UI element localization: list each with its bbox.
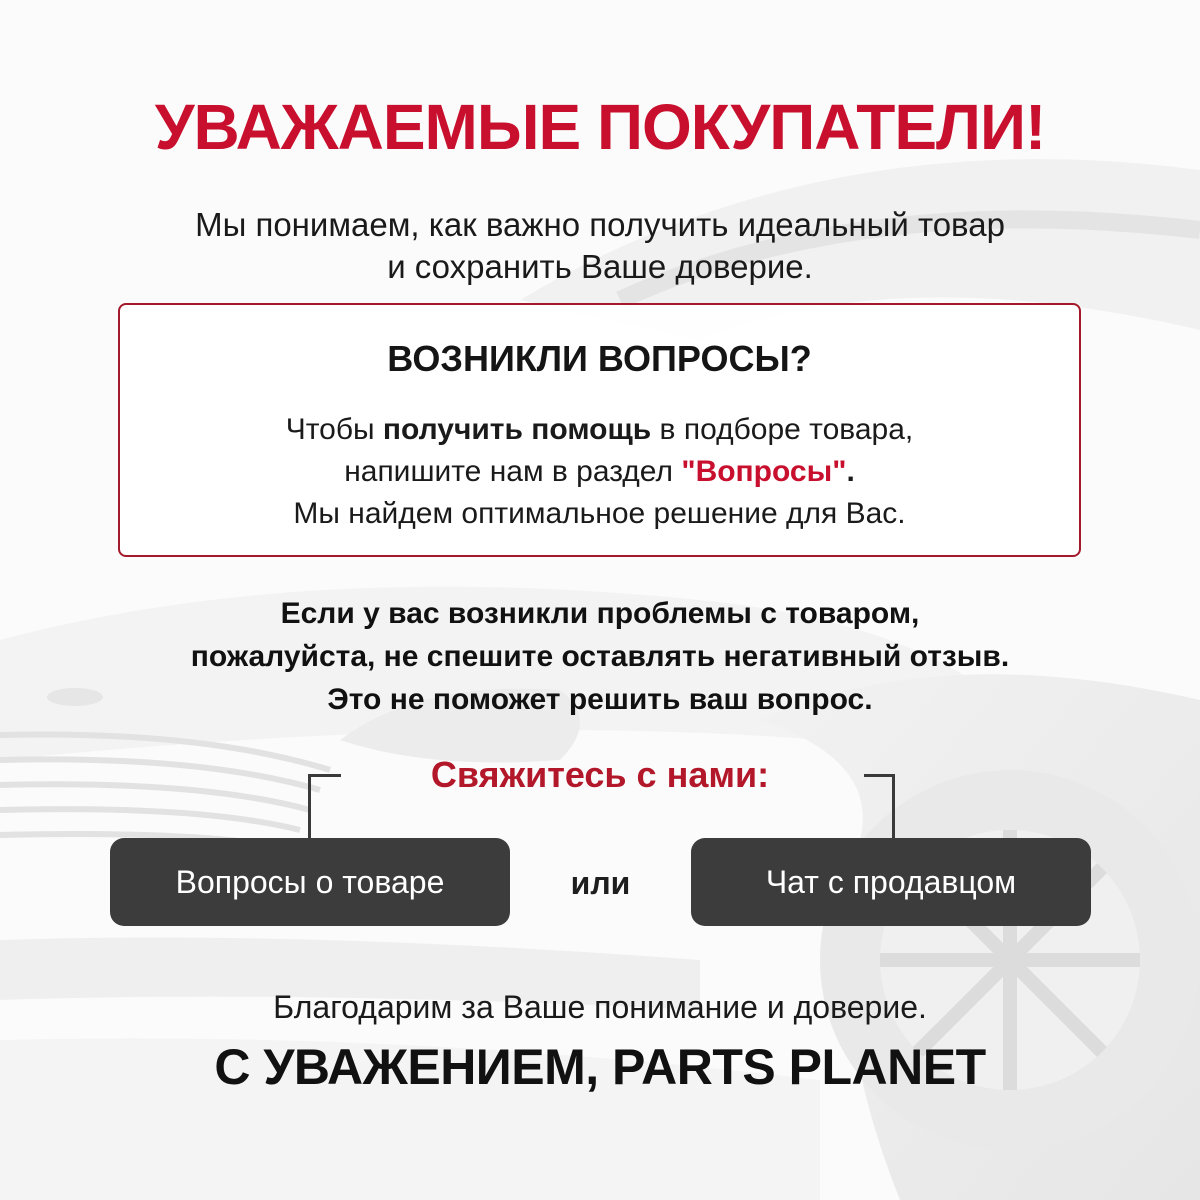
thanks-text: Благодарим за Ваше понимание и доверие. bbox=[273, 989, 927, 1025]
text-segment: . bbox=[846, 455, 855, 488]
warning-line-2: пожалуйста, не спешите оставлять негатив… bbox=[190, 640, 1010, 673]
page-title: УВАЖАЕМЫЕ ПОКУПАТЕЛИ! bbox=[154, 91, 1047, 163]
or-separator: или bbox=[570, 865, 631, 901]
questions-line-1: Чтобы получить помощь в подборе товара, bbox=[120, 409, 1079, 451]
contact-heading: Свяжитесь с нами: bbox=[430, 754, 770, 795]
intro-text: Мы понимаем, как важно получить идеальны… bbox=[0, 204, 1200, 288]
text-segment: в подборе товара, bbox=[651, 413, 914, 446]
text-segment: напишите нам в раздел bbox=[344, 455, 682, 488]
questions-box-text: Чтобы получить помощь в подборе товара, … bbox=[120, 409, 1079, 535]
intro-line-2: и сохранить Ваше доверие. bbox=[387, 248, 813, 285]
questions-line-3: Мы найдем оптимальное решение для Вас. bbox=[293, 497, 906, 530]
seller-chat-button[interactable]: Чат с продавцом bbox=[691, 838, 1091, 926]
connector-line-right bbox=[864, 774, 895, 841]
intro-line-1: Мы понимаем, как важно получить идеальны… bbox=[195, 206, 1005, 243]
warning-line-3: Это не поможет решить ваш вопрос. bbox=[327, 683, 873, 716]
questions-box-title: ВОЗНИКЛИ ВОПРОСЫ? bbox=[387, 338, 812, 379]
questions-box: ВОЗНИКЛИ ВОПРОСЫ? Чтобы получить помощь … bbox=[118, 303, 1081, 557]
warning-text: Если у вас возникли проблемы с товаром, … bbox=[0, 592, 1200, 721]
bold-segment: получить помощь bbox=[382, 413, 652, 446]
signature: С УВАЖЕНИЕМ, PARTS PLANET bbox=[214, 1039, 986, 1095]
questions-line-2: напишите нам в раздел "Вопросы". bbox=[120, 451, 1079, 493]
product-questions-button[interactable]: Вопросы о товаре bbox=[110, 838, 510, 926]
warning-line-1: Если у вас возникли проблемы с товаром, bbox=[280, 597, 920, 630]
text-segment: Чтобы bbox=[285, 413, 383, 446]
questions-section-link: "Вопросы" bbox=[681, 455, 847, 488]
connector-line-left bbox=[308, 774, 341, 841]
